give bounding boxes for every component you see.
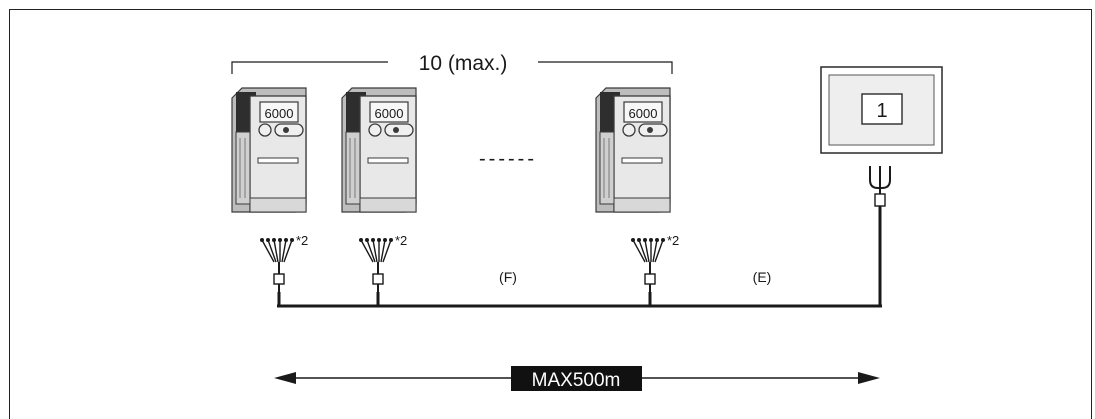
connector-last [630,237,666,293]
bus-cable [277,206,882,308]
inverter-display: 6000 [265,106,294,121]
cable-f-label: (F) [499,269,517,285]
inverter-display: 6000 [629,106,658,121]
panel-number: 1 [876,100,887,122]
note-label-2: *2 [395,233,407,248]
diagram-frame [9,9,1092,419]
more-units-dashes: ------ [479,148,537,170]
note-label-1: *2 [296,233,308,248]
distance-badge [511,366,642,391]
inverter-unit-1: 6000 [231,87,307,213]
inverter-unit-last: 6000 [595,87,671,213]
connector-1 [259,237,295,293]
distance-label: MAX500m [532,370,621,391]
cable-e-label: (E) [753,269,772,285]
connector-2 [358,237,394,293]
note-label-3: *2 [667,233,679,248]
inverter-unit-2: 6000 [341,87,417,213]
inverter-display: 6000 [375,106,404,121]
group-count-label: 10 (max.) [419,52,508,75]
group-bracket [231,61,673,74]
operator-panel: 1 [820,66,943,207]
